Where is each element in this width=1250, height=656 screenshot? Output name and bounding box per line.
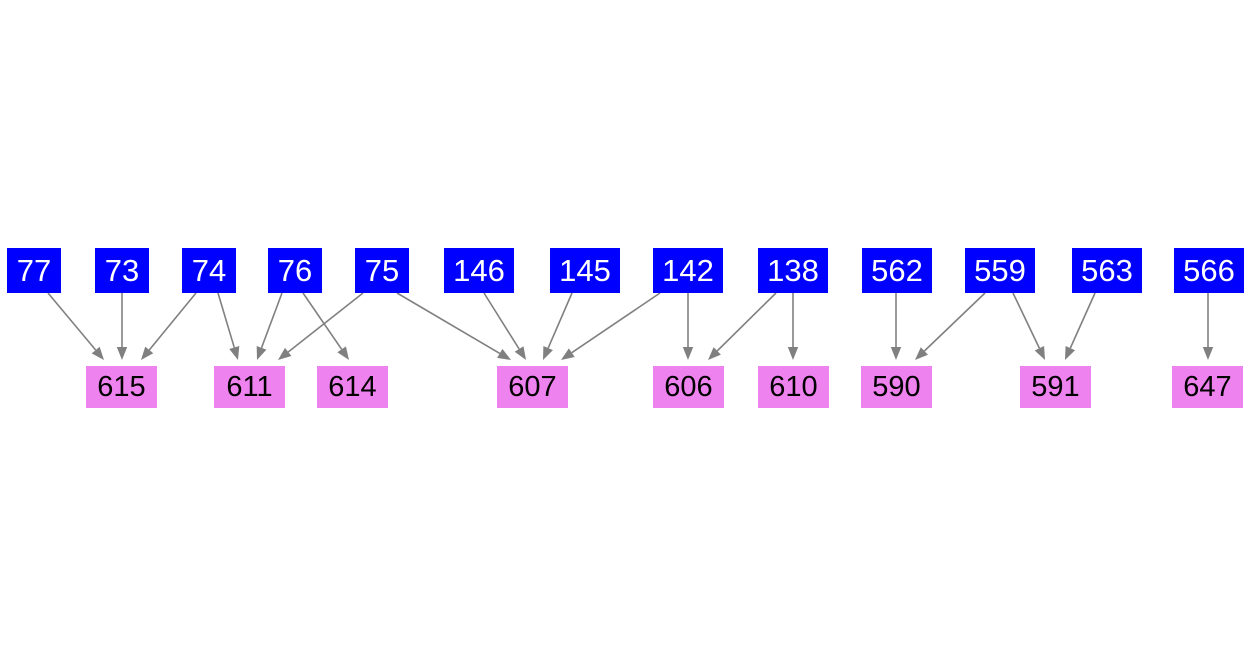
arrowhead-icon xyxy=(561,348,575,360)
edge-line xyxy=(547,292,573,349)
edge-line xyxy=(302,292,343,350)
node-591[interactable]: 591 xyxy=(1020,366,1091,408)
node-647[interactable]: 647 xyxy=(1172,366,1243,408)
edge-line xyxy=(287,292,364,353)
node-label: 610 xyxy=(769,370,818,403)
edge-line xyxy=(483,292,520,350)
node-142[interactable]: 142 xyxy=(653,248,723,293)
node-614[interactable]: 614 xyxy=(317,366,388,408)
edge-line xyxy=(923,292,986,352)
arrowhead-icon xyxy=(141,346,154,360)
edge-75-to-611 xyxy=(278,292,364,360)
node-label: 77 xyxy=(16,253,52,288)
node-label: 563 xyxy=(1081,253,1133,288)
edge-566-to-647 xyxy=(1202,293,1214,360)
arrowhead-icon xyxy=(497,348,511,360)
edge-142-to-606 xyxy=(682,293,694,360)
node-label: 590 xyxy=(872,370,921,403)
node-label: 614 xyxy=(328,370,377,403)
node-label: 76 xyxy=(277,253,313,288)
node-610[interactable]: 610 xyxy=(758,366,829,408)
node-label: 74 xyxy=(191,253,227,288)
edge-line xyxy=(396,292,501,355)
node-559[interactable]: 559 xyxy=(965,248,1035,293)
node-label: 145 xyxy=(559,253,611,288)
arrowhead-icon xyxy=(116,347,128,360)
node-590[interactable]: 590 xyxy=(861,366,932,408)
node-74[interactable]: 74 xyxy=(182,248,236,293)
edge-142-to-607 xyxy=(561,292,661,360)
edge-559-to-590 xyxy=(915,292,986,360)
edge-line xyxy=(217,292,236,348)
node-76[interactable]: 76 xyxy=(268,248,322,293)
node-566[interactable]: 566 xyxy=(1174,248,1244,293)
node-77[interactable]: 77 xyxy=(7,248,61,293)
node-label: 566 xyxy=(1183,253,1235,288)
node-563[interactable]: 563 xyxy=(1072,248,1142,293)
edge-76-to-611 xyxy=(256,292,283,360)
node-label: 138 xyxy=(767,253,819,288)
edge-138-to-610 xyxy=(787,293,799,360)
arrowhead-icon xyxy=(915,347,928,360)
edge-75-to-607 xyxy=(396,292,511,360)
arrowhead-icon xyxy=(229,346,240,360)
node-145[interactable]: 145 xyxy=(550,248,620,293)
node-label: 142 xyxy=(662,253,714,288)
edge-76-to-614 xyxy=(302,292,349,360)
arrowhead-icon xyxy=(1202,347,1214,360)
node-562[interactable]: 562 xyxy=(862,248,932,293)
edge-559-to-591 xyxy=(1012,292,1045,360)
node-606[interactable]: 606 xyxy=(653,366,724,408)
node-label: 615 xyxy=(97,370,146,403)
node-146[interactable]: 146 xyxy=(444,248,514,293)
arrowhead-icon xyxy=(543,346,553,360)
edge-line xyxy=(1069,292,1096,349)
node-label: 647 xyxy=(1183,370,1232,403)
edge-line xyxy=(716,292,777,352)
edge-562-to-590 xyxy=(890,293,902,360)
node-138[interactable]: 138 xyxy=(758,248,828,293)
edge-145-to-607 xyxy=(543,292,573,360)
arrowhead-icon xyxy=(514,346,526,360)
node-label: 606 xyxy=(664,370,713,403)
arrowhead-icon xyxy=(890,347,902,360)
edge-74-to-615 xyxy=(141,292,197,360)
node-label: 562 xyxy=(871,253,923,288)
edge-563-to-591 xyxy=(1065,292,1096,360)
node-label: 146 xyxy=(453,253,505,288)
arrowhead-icon xyxy=(91,346,104,360)
node-label: 75 xyxy=(364,253,400,288)
node-label: 591 xyxy=(1031,370,1080,403)
node-label: 559 xyxy=(974,253,1026,288)
arrowhead-icon xyxy=(278,347,292,360)
edge-74-to-611 xyxy=(217,292,240,360)
edge-line xyxy=(571,292,661,354)
edge-line xyxy=(148,292,197,351)
node-73[interactable]: 73 xyxy=(95,248,149,293)
arrowhead-icon xyxy=(1034,346,1045,360)
arrowhead-icon xyxy=(682,347,694,360)
node-label: 611 xyxy=(226,370,273,403)
edge-line xyxy=(260,292,283,349)
node-label: 73 xyxy=(104,253,140,288)
arrowhead-icon xyxy=(256,346,267,360)
edge-77-to-615 xyxy=(47,292,104,360)
arrowhead-icon xyxy=(708,347,721,360)
edge-146-to-607 xyxy=(483,292,526,360)
arrowhead-icon xyxy=(1065,346,1076,360)
node-615[interactable]: 615 xyxy=(86,366,157,408)
edge-line xyxy=(1012,292,1041,349)
node-label: 607 xyxy=(508,370,557,403)
arrowhead-icon xyxy=(787,347,799,360)
node-607[interactable]: 607 xyxy=(497,366,568,408)
edge-line xyxy=(47,292,97,351)
arrowhead-icon xyxy=(337,346,349,360)
node-611[interactable]: 611 xyxy=(214,366,285,408)
edge-138-to-606 xyxy=(708,292,777,360)
node-75[interactable]: 75 xyxy=(355,248,409,293)
edge-73-to-615 xyxy=(116,293,128,360)
